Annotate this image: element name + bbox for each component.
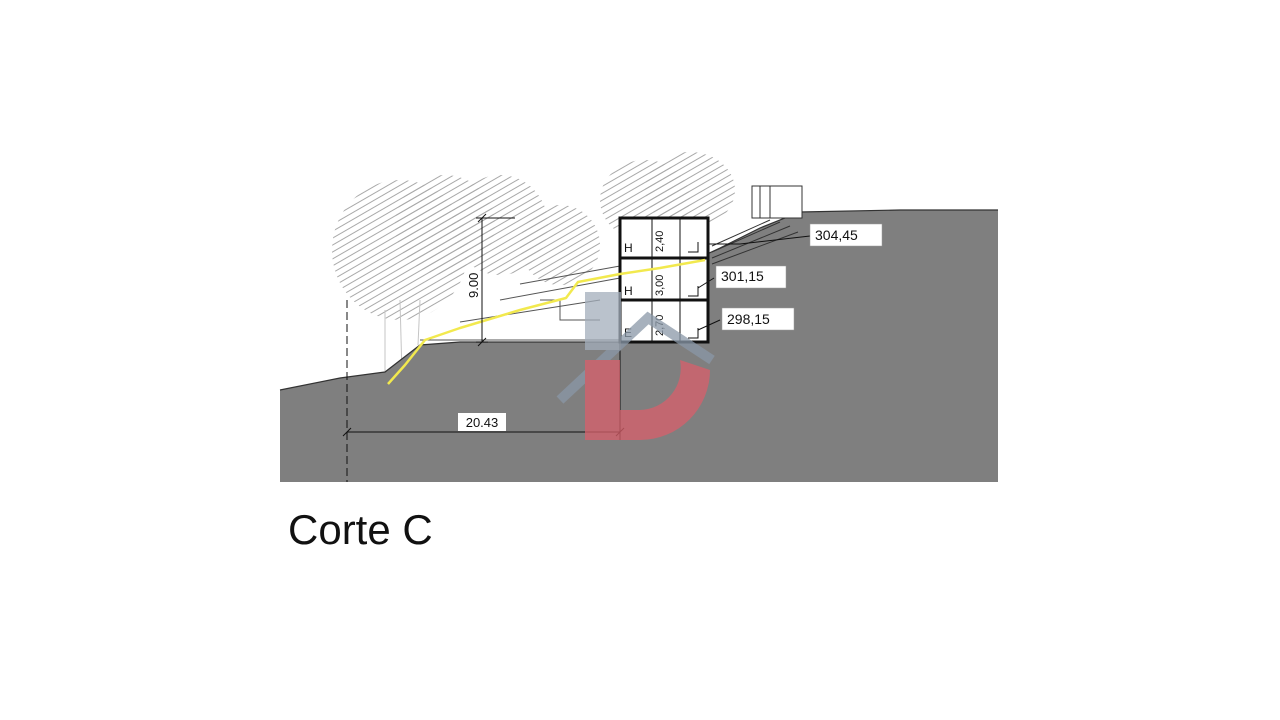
height-dimension-value: 9.00 [466,273,481,298]
height-dimension [476,213,515,347]
upper-stair [711,185,803,265]
building-section [618,216,710,344]
floor-code-upper: H [624,241,633,255]
floor-height-upper: 2,40 [654,231,666,252]
svg-text:298,15: 298,15 [727,311,770,327]
distance-dimension-value: 20.43 [466,415,499,430]
svg-text:304,45: 304,45 [815,227,858,243]
site-line [387,258,706,385]
level-label-middle: 301,15 [697,265,787,289]
tree-group-left [332,175,600,380]
section-caption: Corte C [288,506,433,553]
floor-height-middle: 3,00 [654,275,666,296]
floor-code-middle: H [624,284,633,298]
level-label-bottom: 298,15 [697,307,795,331]
house-d-logo-icon [556,292,715,440]
level-label-top: 304,45 [708,223,883,247]
svg-text:301,15: 301,15 [721,268,764,284]
